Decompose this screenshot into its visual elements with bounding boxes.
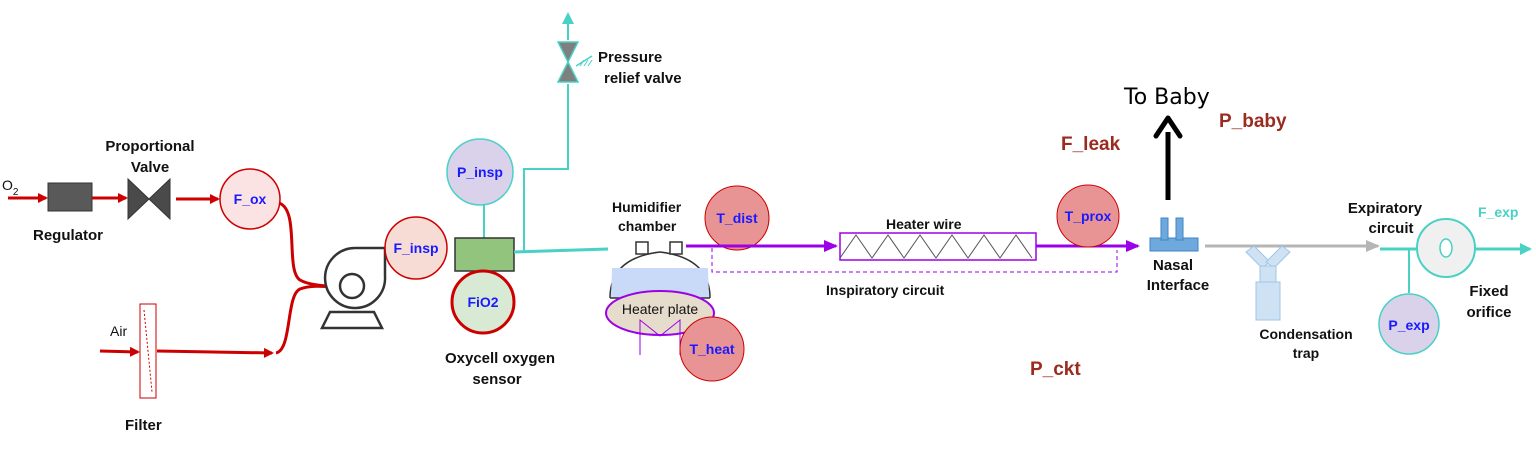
- air-label: Air: [110, 323, 127, 339]
- p-exp-sensor: [1378, 293, 1440, 355]
- t-heat-label: T_heat: [689, 341, 734, 357]
- proportional-valve-left: [127, 177, 150, 221]
- nasal-interface-label-2: Interface: [1147, 277, 1210, 294]
- air-inlet-line: [99, 346, 140, 357]
- f-ox-sensor: [219, 168, 281, 230]
- to-baby-arrow-head: [1153, 115, 1183, 139]
- to-baby-label: To Baby: [1123, 85, 1210, 110]
- heater-wire-label: Heater wire: [886, 216, 962, 232]
- proportional-valve-right: [148, 177, 171, 221]
- humidifier-label-2: chamber: [618, 218, 677, 234]
- filter-to-junction-line: [156, 347, 274, 358]
- proportional-valve-label-2: Valve: [131, 159, 169, 176]
- p-insp-sensor: [446, 138, 514, 206]
- f-leak-signal: F_leak: [1061, 134, 1121, 155]
- pressure-relief-valve: [556, 41, 593, 83]
- humidifier-label-1: Humidifier: [612, 199, 682, 215]
- oxycell-label-2: sensor: [472, 371, 521, 388]
- fio2-sensor: [450, 269, 516, 335]
- f-ox-label: F_ox: [234, 191, 267, 207]
- proportional-valve-label-1: Proportional: [105, 138, 194, 155]
- expiratory-circuit-label-1: Expiratory: [1348, 200, 1423, 217]
- filter-media: [143, 309, 153, 393]
- nasal-interface-label-1: Nasal: [1153, 257, 1193, 274]
- o2-label: O2: [2, 177, 19, 198]
- nasal-interface: [1149, 217, 1199, 252]
- condensation-trap: [1245, 245, 1291, 321]
- expiratory-circuit-label-2: circuit: [1368, 220, 1413, 237]
- condensation-trap-label-2: trap: [1293, 345, 1319, 361]
- t-prox-label: T_prox: [1065, 208, 1112, 224]
- fio2-label: FiO2: [467, 294, 498, 310]
- inspiratory-circuit-label: Inspiratory circuit: [826, 282, 945, 298]
- oxycell-to-humidifier-line: [513, 247, 609, 254]
- regulator: [47, 182, 93, 212]
- f-insp-label: F_insp: [393, 240, 438, 256]
- p-exp-label: P_exp: [1388, 317, 1429, 333]
- t-prox-sensor: [1056, 184, 1120, 248]
- heater-wire-coil: [839, 234, 1033, 259]
- humidifier-chamber: [609, 241, 711, 300]
- pressure-relief-label-2: relief valve: [604, 70, 682, 87]
- fixed-orifice-label-2: orifice: [1466, 304, 1511, 321]
- blower: [319, 246, 387, 330]
- inspiratory-circuit-bracket: [711, 248, 1118, 273]
- heater-plate-label: Heater plate: [622, 301, 698, 317]
- heater-plate: [605, 290, 715, 336]
- p-insp-label: P_insp: [457, 164, 503, 180]
- f-exp-label: F_exp: [1478, 204, 1518, 220]
- regulator-label: Regulator: [33, 227, 103, 244]
- condensation-trap-label-1: Condensation: [1259, 326, 1352, 342]
- fixed-orifice-aperture: [1439, 238, 1453, 258]
- oxycell-label-1: Oxycell oxygen: [445, 350, 555, 367]
- filter-label: Filter: [125, 417, 162, 434]
- pressure-relief-label-1: Pressure: [598, 49, 662, 66]
- heater-plate-leads: [639, 318, 681, 355]
- relief-branch-line: [523, 84, 569, 251]
- t-dist-sensor: [704, 185, 770, 251]
- fixed-orifice-label-1: Fixed: [1469, 283, 1508, 300]
- t-heat-sensor: [679, 316, 745, 382]
- oxycell-sensor-box: [454, 237, 515, 272]
- p-ckt-signal: P_ckt: [1030, 359, 1081, 380]
- p-baby-signal: P_baby: [1219, 111, 1287, 132]
- f-insp-sensor: [384, 216, 448, 280]
- t-dist-label: T_dist: [716, 210, 758, 226]
